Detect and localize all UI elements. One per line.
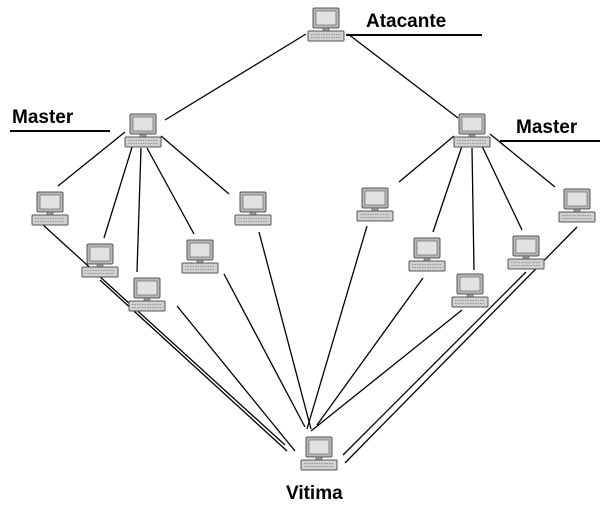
master-right-label: Master [516,117,578,138]
connection-line-zombie-6-to-victim [306,225,368,430]
connection-line-zombie-8-to-victim [310,309,463,432]
zombie-3-computer-icon [128,277,166,312]
zombie-5-computer-icon [234,191,272,226]
zombie-10-computer-icon [558,188,596,223]
attacker-computer-icon [307,7,345,42]
master-right-label-underline [500,140,600,142]
computer-nodes [31,7,596,471]
master-left-label: Master [12,107,74,128]
connection-line-master-left-to-zombie-4 [146,147,195,235]
connection-line-master-right-to-zombie-6 [398,135,455,183]
connection-line-zombie-7-to-victim [316,277,424,426]
zombie-7-computer-icon [408,237,446,272]
victim-label: Vitima [286,483,343,504]
connection-lines [41,33,578,464]
connection-line-zombie-9-to-victim [342,271,527,456]
connection-line-master-right-to-zombie-10 [489,133,556,188]
connection-line-master-left-to-zombie-3 [136,147,142,273]
connection-line-zombie-3-to-victim [176,305,296,452]
connection-line-master-left-to-zombie-5 [160,135,230,195]
connection-line-master-right-to-zombie-7 [432,145,463,233]
connection-line-zombie-2-to-victim [99,279,288,452]
zombie-1-computer-icon [31,191,69,226]
connection-line-zombie-5-to-victim [258,231,312,430]
victim-computer-icon [300,436,338,471]
zombie-8-computer-icon [451,273,489,308]
connection-line-zombie-4-to-victim [223,273,306,428]
attacker-label-underline [346,34,482,36]
master-left-computer-icon [124,113,162,148]
connection-line-master-left-to-zombie-1 [57,131,126,187]
zombie-6-computer-icon [356,187,394,222]
connection-line-zombie-1-to-victim [41,223,286,446]
connection-line-attacker-to-master-left [164,33,307,121]
master-left-label-underline [10,130,110,132]
connection-line-master-left-to-zombie-2 [103,143,134,239]
connection-line-attacker-to-master-right [347,33,459,119]
attacker-label: Atacante [366,11,447,32]
zombie-9-computer-icon [507,235,545,270]
zombie-4-computer-icon [181,239,219,274]
zombie-2-computer-icon [81,243,119,278]
master-right-computer-icon [453,113,491,148]
connection-line-master-right-to-zombie-8 [471,147,475,271]
connection-line-master-right-to-zombie-9 [481,145,523,231]
